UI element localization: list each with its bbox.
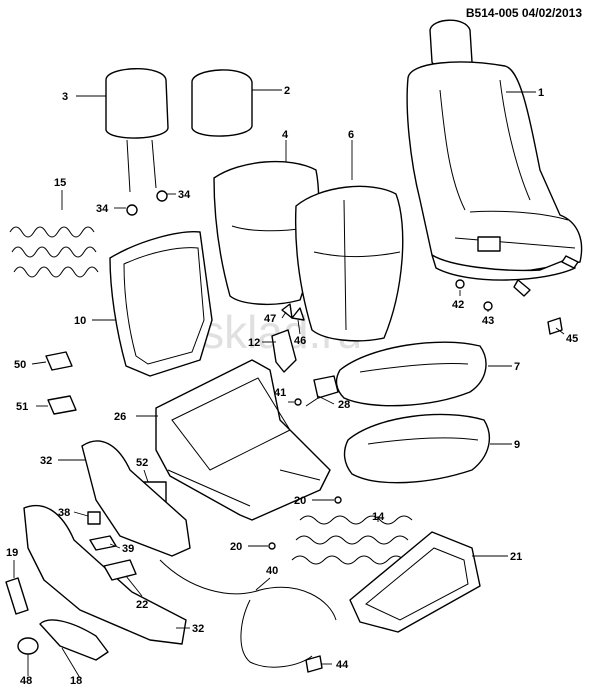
callout-20a: 20 — [294, 495, 306, 507]
callout-4: 4 — [282, 129, 289, 141]
callout-26: 26 — [114, 411, 126, 423]
backrest-frame — [109, 231, 213, 377]
clip-44 — [305, 655, 323, 673]
callout-32b: 32 — [192, 623, 204, 635]
wiring-harness — [159, 559, 337, 668]
backrest-pad — [294, 185, 404, 342]
callout-52: 52 — [136, 457, 148, 469]
cap-50 — [45, 351, 73, 371]
callout-28: 28 — [338, 399, 350, 411]
callout-22: 22 — [136, 599, 148, 611]
bolt-34b — [156, 190, 168, 202]
cover-22 — [103, 559, 137, 581]
side-shield-outer — [23, 504, 187, 645]
callout-14: 14 — [372, 511, 385, 523]
seat-belt-buckle — [313, 375, 339, 399]
document-reference: B514-005 04/02/2013 — [465, 6, 582, 20]
cushion-pad — [343, 413, 491, 484]
screw-20a — [334, 496, 342, 504]
backrest-springs — [9, 226, 99, 278]
complete-seat-assembly — [406, 19, 583, 297]
cushion-cover — [335, 341, 487, 407]
callout-45: 45 — [566, 333, 578, 345]
callout-3: 3 — [62, 91, 68, 103]
backrest-cover — [213, 160, 320, 305]
callout-19: 19 — [6, 547, 18, 559]
callout-7: 7 — [514, 361, 520, 373]
callout-42: 42 — [452, 299, 464, 311]
cap-51 — [47, 395, 77, 415]
trim-19 — [5, 577, 29, 615]
cushion-springs — [291, 515, 413, 565]
callout-38: 38 — [58, 507, 70, 519]
clip-45 — [547, 317, 563, 335]
callout-6: 6 — [348, 129, 354, 141]
callout-2: 2 — [284, 85, 290, 97]
callout-34a: 34 — [96, 203, 109, 215]
headrest-right — [191, 69, 253, 137]
screw-20b — [268, 542, 276, 550]
bolt-42 — [455, 279, 465, 289]
handle-39 — [89, 535, 117, 551]
callout-39: 39 — [122, 543, 134, 555]
recliner-handle — [271, 329, 297, 373]
side-shield-inner — [81, 440, 191, 557]
callout-labels: 1 2 3 4 6 7 9 10 12 14 15 18 19 20 20 21… — [6, 85, 578, 687]
headrest-left — [105, 68, 169, 193]
callout-44: 44 — [336, 659, 349, 671]
callout-46: 46 — [294, 335, 306, 347]
bolt-43 — [483, 301, 493, 311]
callout-47: 47 — [264, 313, 276, 325]
callout-40: 40 — [266, 565, 278, 577]
callout-34b: 34 — [178, 189, 191, 201]
bracket-47 — [281, 303, 293, 319]
callout-15: 15 — [54, 177, 66, 189]
bracket-46 — [291, 307, 305, 321]
seat-frame — [155, 359, 331, 521]
callout-48: 48 — [20, 675, 32, 687]
callout-50: 50 — [14, 359, 26, 371]
knob-38 — [87, 511, 101, 525]
callout-18: 18 — [70, 675, 82, 687]
callout-21: 21 — [510, 551, 522, 563]
callout-12: 12 — [248, 337, 260, 349]
cap-48 — [17, 637, 39, 655]
bolt-34a — [126, 204, 138, 216]
callout-41: 41 — [274, 387, 286, 399]
callout-43: 43 — [482, 315, 494, 327]
callout-20b: 20 — [230, 541, 242, 553]
callout-9: 9 — [514, 439, 520, 451]
callout-10: 10 — [74, 315, 86, 327]
bolt-41 — [294, 398, 302, 406]
callout-1: 1 — [538, 87, 544, 99]
seat-pan — [349, 531, 481, 633]
lever-18 — [39, 619, 109, 661]
callout-51: 51 — [16, 401, 28, 413]
callout-32a: 32 — [40, 455, 52, 467]
leader-lines — [13, 89, 565, 679]
